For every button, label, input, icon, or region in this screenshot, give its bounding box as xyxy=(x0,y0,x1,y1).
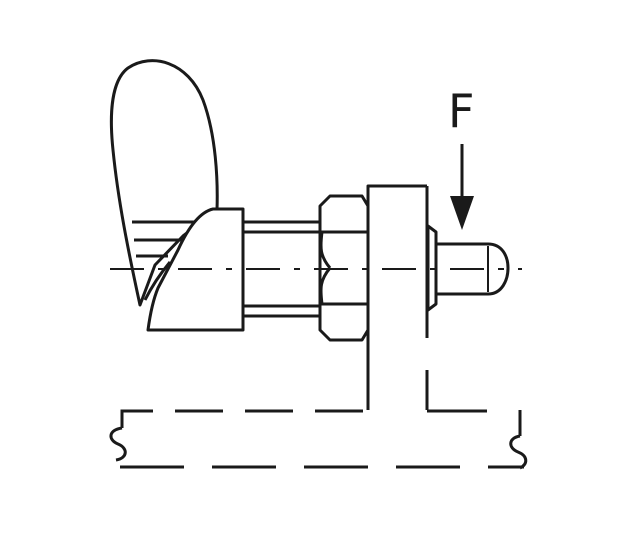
force-label: F xyxy=(448,84,474,138)
base-hidden-lines xyxy=(120,409,524,469)
break-symbol-left xyxy=(109,426,127,462)
force-arrow xyxy=(450,144,474,230)
threaded-shaft xyxy=(243,220,322,318)
break-symbol-right xyxy=(509,434,528,470)
mounting-plate xyxy=(366,184,429,410)
knob-handle xyxy=(109,59,219,307)
